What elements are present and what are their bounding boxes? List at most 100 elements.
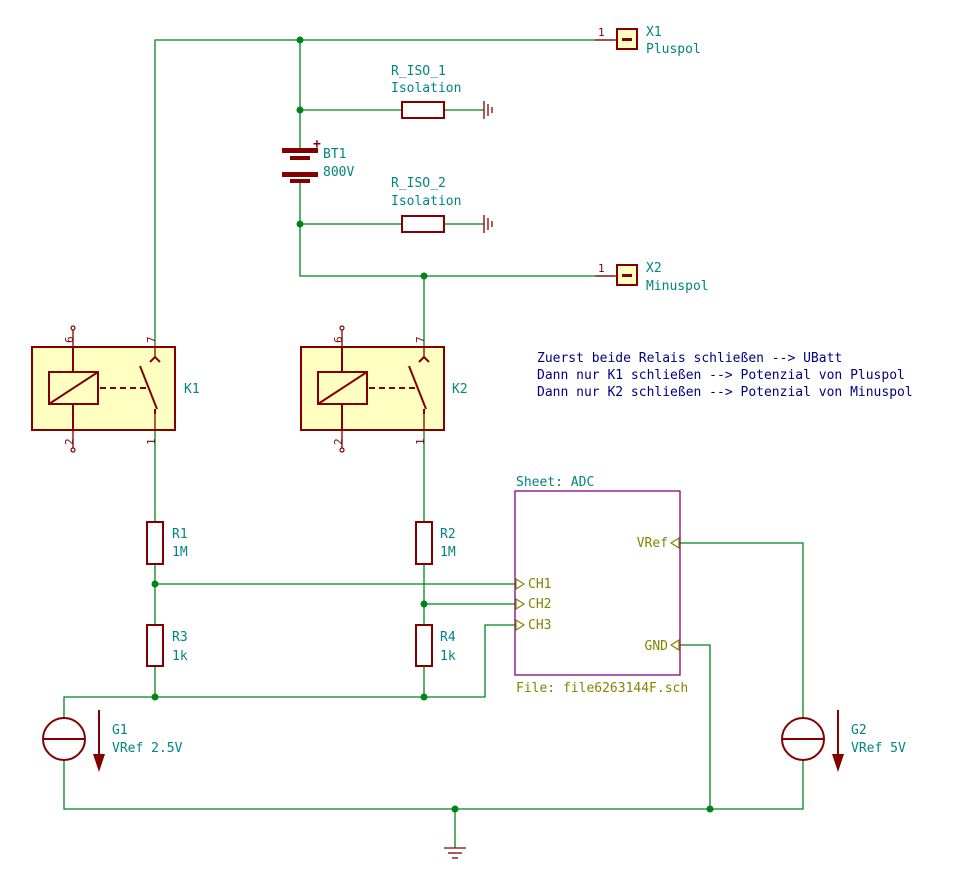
- resistor-ref: R4: [440, 630, 456, 645]
- wires: [63, 39, 804, 848]
- resistor-value: 1M: [440, 545, 456, 560]
- sheet-pin-vref: VRef: [637, 536, 668, 551]
- source-value: VRef 5V: [851, 741, 906, 756]
- voltage-source-g2[interactable]: G2 VRef 5V: [781, 710, 906, 772]
- resistor-r3[interactable]: R3 1k: [146, 624, 188, 667]
- source-ref: G2: [851, 723, 867, 738]
- connector-contact: [622, 38, 632, 41]
- battery-plate: [290, 156, 310, 160]
- connector-x2[interactable]: 1 X2 Minuspol: [595, 261, 709, 294]
- battery-plate: [290, 179, 310, 183]
- connector-value: Minuspol: [646, 279, 709, 294]
- junction: [151, 580, 159, 588]
- relay-pin-7: 7: [414, 336, 427, 343]
- relay-pin-2: 2: [63, 438, 76, 445]
- resistor-r2[interactable]: R2 1M: [415, 521, 456, 565]
- battery-ref: BT1: [323, 147, 346, 162]
- resistor-value: Isolation: [391, 81, 461, 96]
- ground-icon: [483, 215, 493, 233]
- resistor-ref: R_ISO_1: [391, 64, 446, 79]
- resistor-riso2[interactable]: R_ISO_2 Isolation: [391, 176, 461, 233]
- source-value: VRef 2.5V: [112, 741, 183, 756]
- resistor-r4[interactable]: R4 1k: [415, 624, 456, 667]
- wire-bt1-bottom: [299, 182, 615, 277]
- sheet-pin-ch2: CH2: [528, 597, 551, 612]
- sheet-pin-ch3: CH3: [528, 618, 551, 633]
- arrow-down-icon: [832, 754, 844, 772]
- resistor-body: [146, 624, 164, 667]
- junctions: [151, 36, 714, 813]
- resistor-body: [146, 521, 164, 565]
- resistor-ref: R2: [440, 527, 456, 542]
- resistor-value: 1M: [172, 545, 188, 560]
- arrow-down-icon: [93, 754, 105, 772]
- note-line: Dann nur K1 schließen --> Potenzial von …: [537, 368, 905, 383]
- ground-icon: [483, 101, 493, 119]
- relay-pin-2: 2: [332, 438, 345, 445]
- wire-k1-to-x1: [154, 39, 615, 347]
- junction: [296, 220, 304, 228]
- sheet-pin-output-icon: [669, 536, 680, 550]
- battery-bt1[interactable]: + BT1 800V: [282, 137, 354, 183]
- relay-pin-1: 1: [414, 438, 427, 445]
- connector-pin-number: 1: [598, 262, 605, 275]
- sheet-pin-output-icon: [669, 638, 680, 652]
- connector-x1[interactable]: 1 X1 Pluspol: [595, 25, 701, 57]
- relay-pin-1: 1: [145, 438, 158, 445]
- sheet-pin-gnd: GND: [645, 639, 669, 654]
- relay-pin-7: 7: [145, 336, 158, 343]
- sheet-border: [514, 490, 681, 676]
- junction: [420, 600, 428, 608]
- wire-adc-vref: [680, 542, 804, 718]
- source-ref: G1: [112, 723, 128, 738]
- connector-ref: X1: [646, 25, 662, 40]
- resistor-value: 1k: [172, 649, 188, 664]
- sheet-pin-input-icon: [515, 577, 526, 591]
- resistor-body: [401, 101, 445, 119]
- resistor-ref: R1: [172, 527, 188, 542]
- junction: [151, 693, 159, 701]
- battery-plus-sign: +: [313, 137, 321, 152]
- connector-ref: X2: [646, 261, 662, 276]
- resistor-value: 1k: [440, 649, 456, 664]
- sheet-pin-ch1: CH1: [528, 577, 551, 592]
- relay-ref: K2: [452, 382, 468, 397]
- sheet-file: File: file6263144F.sch: [516, 681, 688, 696]
- junction: [451, 805, 459, 813]
- relay-pin-6: 6: [332, 336, 345, 343]
- battery-plate: [282, 148, 318, 153]
- voltage-source-g1[interactable]: G1 VRef 2.5V: [42, 710, 183, 772]
- resistor-ref: R_ISO_2: [391, 176, 446, 191]
- resistor-body: [401, 215, 445, 233]
- hierarchical-sheet-adc[interactable]: Sheet: ADC File: file6263144F.sch CH1 CH…: [514, 475, 688, 696]
- wire-adc-gnd: [680, 644, 711, 809]
- resistor-body: [415, 521, 433, 565]
- relay-k2[interactable]: 6 7 2 1 K2: [300, 325, 468, 453]
- note-line: Dann nur K2 schließen --> Potenzial von …: [537, 385, 913, 400]
- sheet-pin-input-icon: [515, 597, 526, 611]
- sheet-pin-input-icon: [515, 618, 526, 632]
- relay-k1[interactable]: 6 7 2 1 K1: [31, 325, 200, 453]
- connector-pin-number: 1: [598, 26, 605, 39]
- junction: [296, 106, 304, 114]
- resistor-riso1[interactable]: R_ISO_1 Isolation: [391, 64, 461, 119]
- relay-ref: K1: [184, 382, 200, 397]
- relay-pin-6: 6: [63, 336, 76, 343]
- junction: [706, 805, 714, 813]
- resistor-ref: R3: [172, 630, 188, 645]
- connector-contact: [622, 274, 632, 277]
- battery-value: 800V: [323, 165, 354, 180]
- connector-value: Pluspol: [646, 42, 701, 57]
- note-line: Zuerst beide Relais schließen --> UBatt: [537, 351, 842, 366]
- resistor-value: Isolation: [391, 194, 461, 209]
- battery-plate: [282, 172, 318, 177]
- sheet-name: Sheet: ADC: [516, 475, 594, 490]
- annotation-notes: Zuerst beide Relais schließen --> UBatt …: [537, 351, 913, 400]
- resistor-r1[interactable]: R1 1M: [146, 521, 188, 565]
- junction: [420, 272, 428, 280]
- wire-ground-rail: [63, 760, 804, 810]
- resistor-body: [415, 624, 433, 667]
- ground-icon: [444, 847, 466, 859]
- junction: [420, 693, 428, 701]
